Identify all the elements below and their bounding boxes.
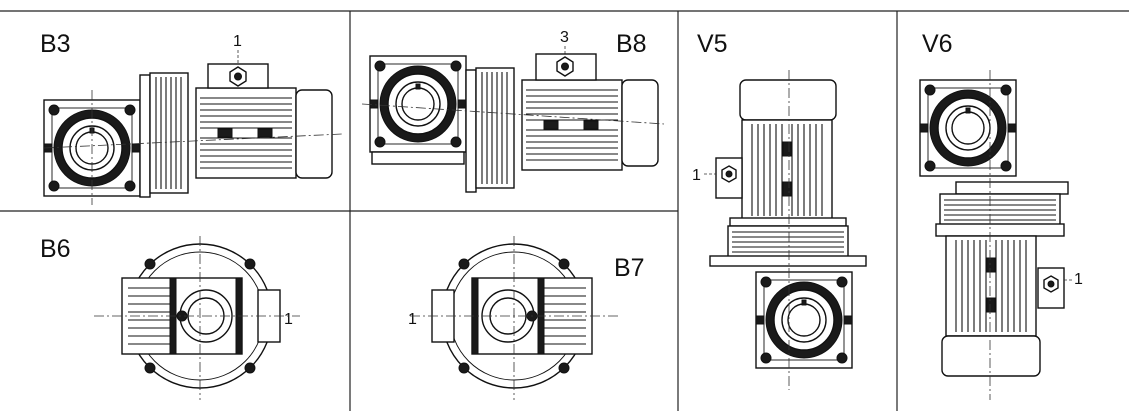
b3-fan-cover — [295, 89, 333, 179]
callout-b3: 1 — [233, 33, 242, 50]
v5-motor-drawing — [741, 119, 833, 221]
panel-b7: B7 1 — [408, 236, 645, 400]
v6-motor-drawing — [945, 235, 1037, 337]
panel-title-v5: V5 — [697, 30, 728, 58]
v6-gearbox-drawing — [919, 79, 1017, 177]
panel-v5: V5 1 — [692, 30, 867, 390]
panel-b8: B8 3 — [361, 29, 665, 193]
panel-title-b6: B6 — [40, 235, 71, 263]
v5-gearbox-drawing — [755, 271, 853, 369]
callout-b7: 1 — [408, 311, 417, 328]
v5-fan-cover — [739, 79, 837, 121]
b8-motor-drawing — [521, 79, 623, 171]
callout-b6: 1 — [284, 311, 293, 328]
panel-b6: B6 1 — [40, 235, 300, 400]
callout-v5: 1 — [692, 167, 701, 184]
b3-motor-drawing — [195, 87, 297, 179]
b8-gearbox-drawing — [369, 55, 467, 153]
b3-flange-drawing — [149, 72, 189, 194]
panel-title-b7: B7 — [614, 254, 645, 282]
v6-fan-cover — [941, 335, 1041, 377]
panel-title-v6: V6 — [922, 30, 953, 58]
panel-b3: B3 1 — [40, 30, 343, 205]
b8-flange-drawing — [475, 67, 515, 189]
b8-fan-cover — [621, 79, 659, 167]
panel-title-b8: B8 — [616, 30, 647, 58]
panel-title-b3: B3 — [40, 30, 71, 58]
panel-grid — [0, 10, 1129, 411]
callout-v6: 1 — [1074, 271, 1083, 288]
callout-b8: 3 — [560, 29, 569, 46]
panel-v6: V6 1 — [919, 30, 1083, 400]
